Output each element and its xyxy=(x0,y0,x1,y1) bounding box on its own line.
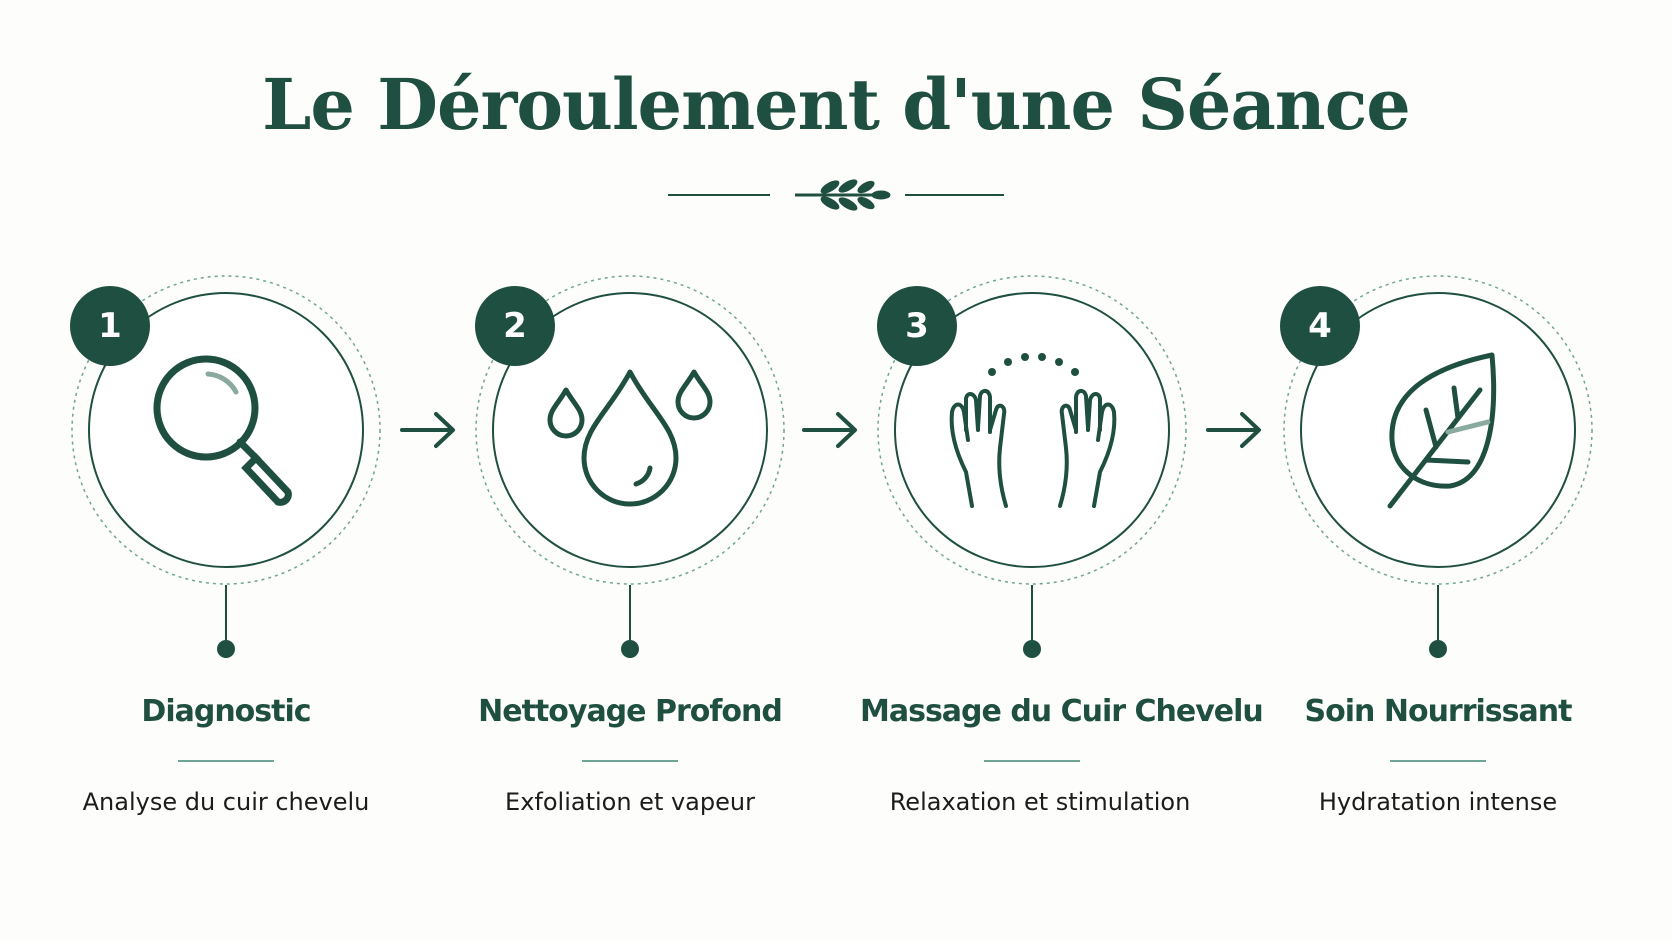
arrow-right-icon xyxy=(1206,412,1261,448)
massaging-hands-icon xyxy=(949,353,1117,508)
arrow-right-icon xyxy=(400,412,455,448)
step-description: Hydratation intense xyxy=(1318,788,1558,816)
step-number-badge: 2 xyxy=(475,286,555,366)
page-title: Le Déroulement d'une Séance xyxy=(262,63,1411,146)
step-description: Exfoliation et vapeur xyxy=(505,788,755,816)
step-number-badge: 3 xyxy=(877,286,957,366)
leaf-icon xyxy=(1387,352,1497,509)
step-rule xyxy=(984,760,1080,762)
title-divider xyxy=(668,179,1004,211)
step-title: Massage du Cuir Chevelu xyxy=(860,694,1264,729)
step-rule xyxy=(582,760,678,762)
step-number-badge: 4 xyxy=(1280,286,1360,366)
water-drops-icon xyxy=(547,369,713,507)
step-description: Relaxation et stimulation xyxy=(889,788,1191,816)
step-rule xyxy=(1390,760,1486,762)
magnifying-glass-icon xyxy=(153,355,292,506)
arrow-right-icon xyxy=(802,412,857,448)
step-title: Nettoyage Profond xyxy=(478,694,783,729)
step-title: Diagnostic xyxy=(141,694,311,729)
leaf-sprig-icon xyxy=(795,179,891,211)
step-number-badge: 1 xyxy=(70,286,150,366)
step-description: Analyse du cuir chevelu xyxy=(82,788,370,816)
step-title: Soin Nourrissant xyxy=(1304,694,1573,729)
step-rule xyxy=(178,760,274,762)
